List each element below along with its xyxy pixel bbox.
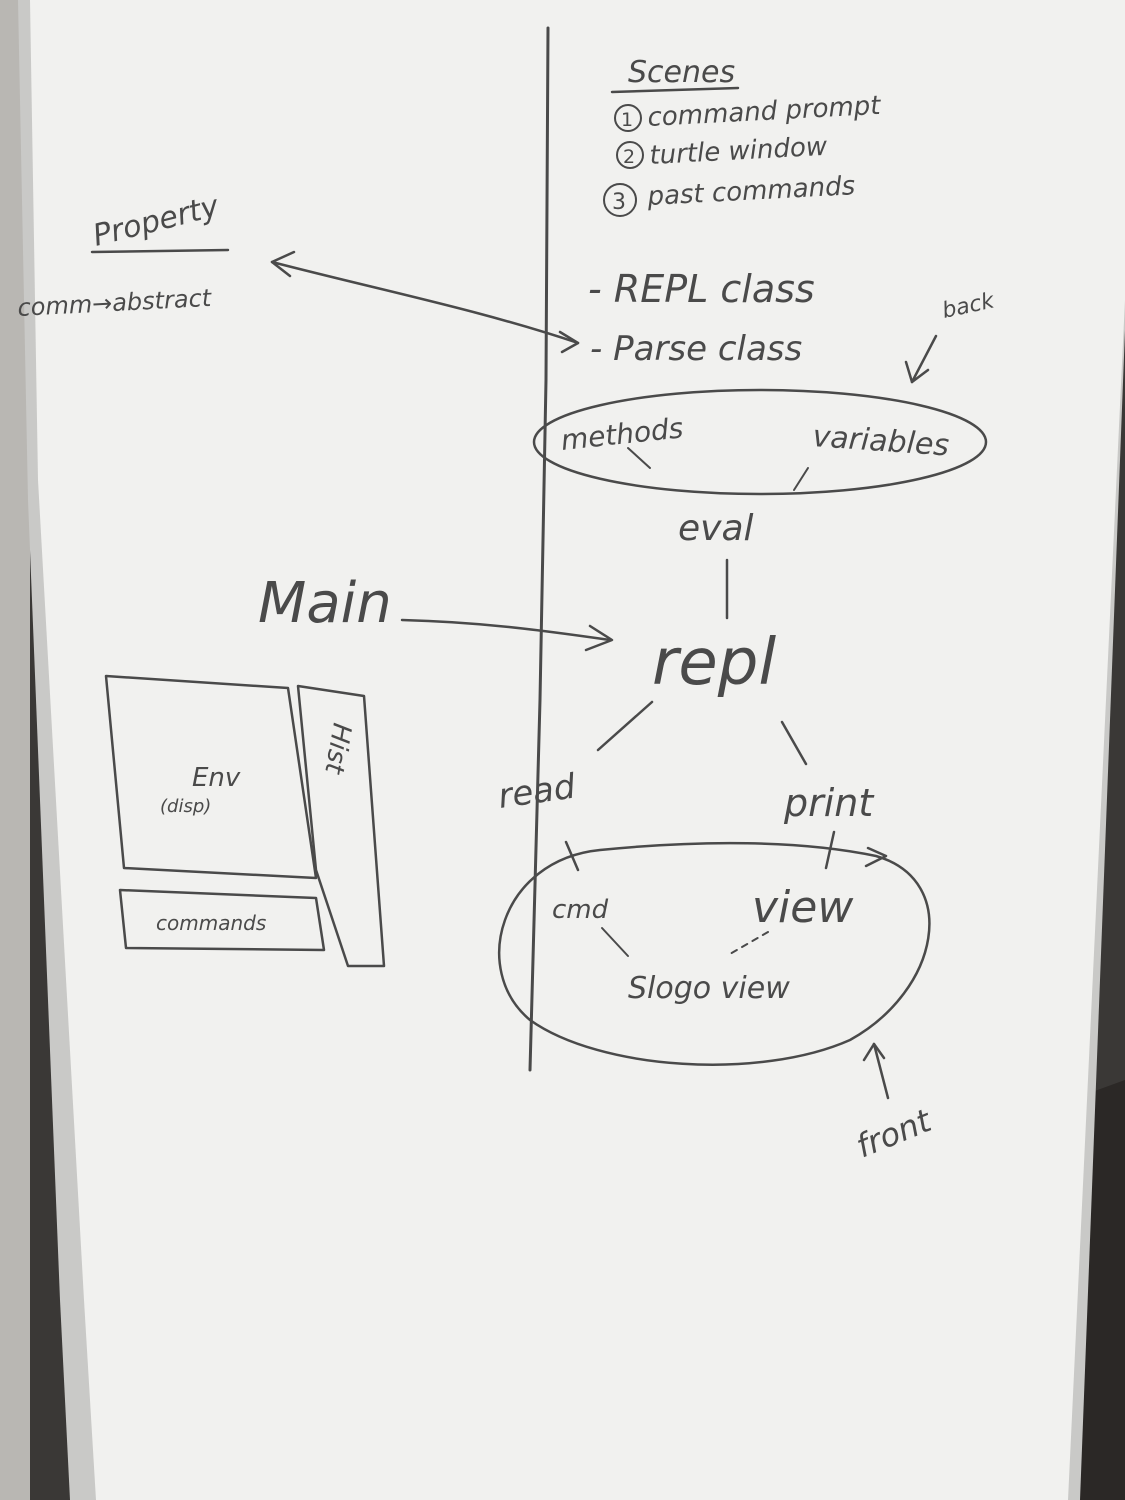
main-label: Main <box>258 571 392 636</box>
commands-label: commands <box>156 911 266 935</box>
commands-box <box>118 888 326 952</box>
cmd-slogo-line <box>601 927 629 957</box>
read-cmd-line <box>564 840 580 872</box>
print-label: print <box>783 781 875 825</box>
back-arrowhead <box>904 360 930 384</box>
scene-number: 1 <box>621 109 633 131</box>
hist-box <box>296 684 386 968</box>
front-arrowhead <box>862 1042 886 1062</box>
view-label: view <box>752 882 854 933</box>
slogo-view-label: Slogo view <box>628 971 790 1006</box>
repl-class-label: - REPL class <box>588 267 815 311</box>
env-display-label: (disp) <box>160 796 211 817</box>
env-label: Env <box>192 763 241 793</box>
whiteboard-surface <box>30 0 1125 1500</box>
repl-print-line <box>780 720 808 766</box>
scenes-list: Scenes 1 command prompt 2 turtle window … <box>603 55 882 217</box>
back-arrow <box>910 334 938 384</box>
property-underline <box>90 248 230 254</box>
methods-tick <box>627 447 651 469</box>
scenes-underline <box>610 86 740 94</box>
eval-ellipse <box>532 388 988 496</box>
arrowhead-left <box>270 250 296 278</box>
divider-line <box>528 26 550 1072</box>
main-repl-arrow <box>400 618 612 642</box>
scenes-heading: Scenes <box>628 55 735 90</box>
repl-read-line <box>596 700 654 752</box>
view-group-outline <box>498 841 931 1066</box>
parse-class-label: - Parse class <box>590 329 802 369</box>
repl-label: repl <box>652 626 776 700</box>
eval-label: eval <box>678 508 754 549</box>
scene-number: 2 <box>623 146 635 168</box>
arrowhead-right <box>558 330 580 354</box>
main-repl-arrowhead <box>584 624 614 652</box>
variables-tick <box>793 467 809 491</box>
view-group-arrowhead <box>864 846 888 868</box>
scene-number: 3 <box>612 190 626 215</box>
scene-number-marker <box>616 141 644 169</box>
left-wall <box>0 0 30 1500</box>
layout-sketch: Env (disp) Hist commands <box>104 674 386 968</box>
env-box <box>104 674 318 880</box>
front-arrow <box>872 1042 890 1100</box>
scene-number-marker <box>603 183 637 217</box>
view-slogo-line <box>729 931 769 955</box>
cmd-label: cmd <box>552 895 609 925</box>
property-parse-arrow <box>270 260 580 345</box>
print-view-line <box>824 830 836 870</box>
scene-number-marker <box>614 104 642 132</box>
